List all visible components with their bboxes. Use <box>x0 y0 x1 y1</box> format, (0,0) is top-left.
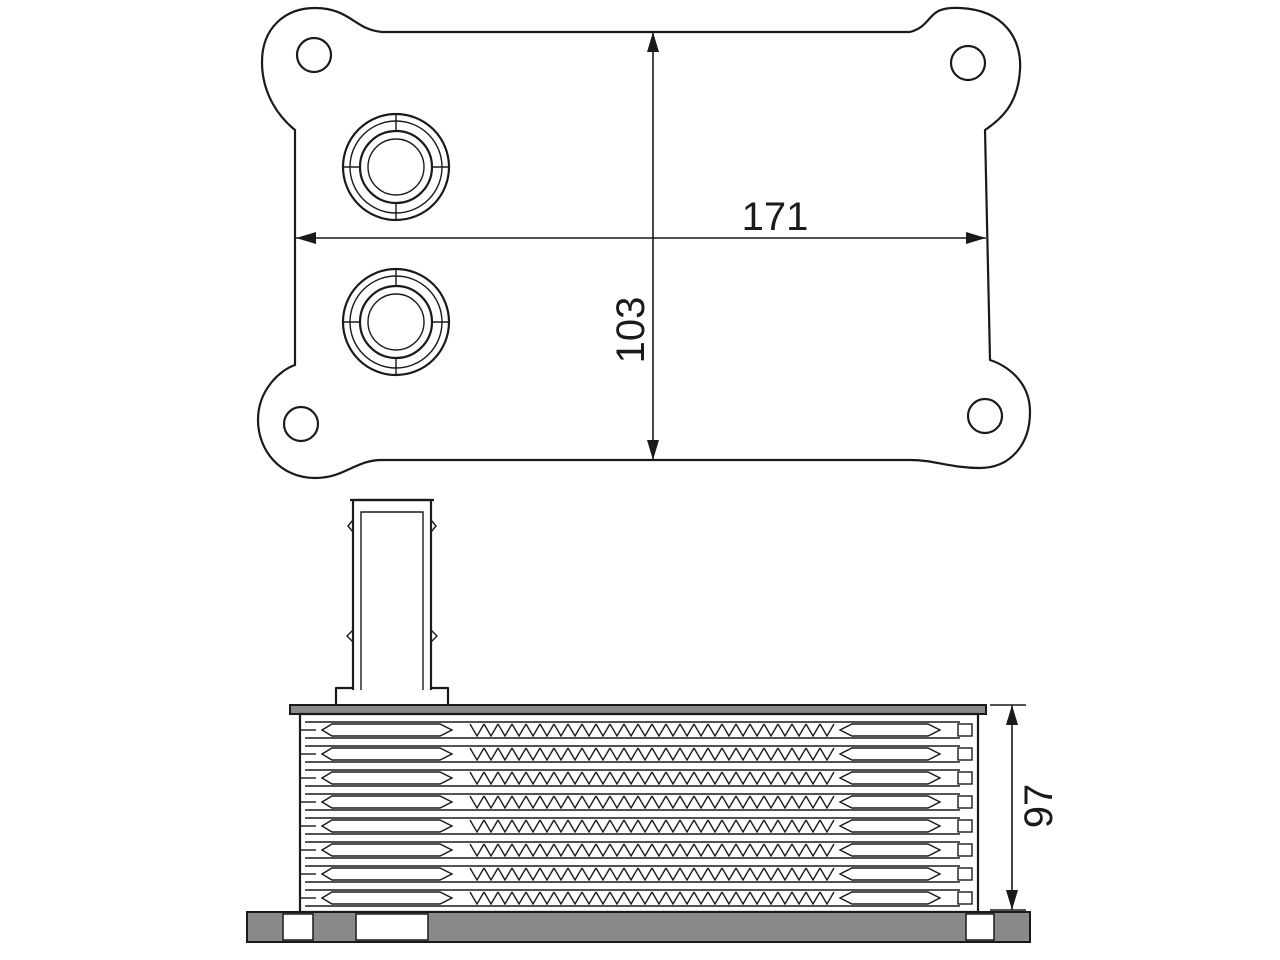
depth-dimension-line <box>990 704 1026 911</box>
height-dimension-label: 103 <box>609 297 653 364</box>
cooler-layer <box>300 769 973 787</box>
depth-dimension-label: 97 <box>1017 784 1061 829</box>
inlet-pipe <box>334 498 450 706</box>
fin-row <box>469 843 835 858</box>
top-plate <box>289 704 987 715</box>
cooler-layer <box>300 841 973 859</box>
fin-row <box>469 747 835 762</box>
fin-row <box>469 891 835 906</box>
mount-hole-top-right <box>949 44 987 82</box>
cooler-layer <box>300 721 973 739</box>
cooler-layers <box>300 721 973 907</box>
mount-hole-top-left <box>295 36 333 74</box>
mount-hole-bottom-left <box>282 405 320 443</box>
width-dimension-label: 171 <box>742 195 809 239</box>
cooler-layer <box>300 817 973 835</box>
fin-row <box>469 867 835 882</box>
fin-row <box>469 795 835 810</box>
port-upper <box>341 112 451 222</box>
cooler-layer <box>300 865 973 883</box>
top-view: 171 103 <box>256 6 1032 480</box>
cooler-layer <box>300 889 973 907</box>
mount-hole-bottom-right <box>966 397 1004 435</box>
fin-row <box>469 771 835 786</box>
cooler-layer <box>300 745 973 763</box>
width-dimension-line <box>296 232 986 244</box>
cooler-plate-outline <box>256 6 1032 480</box>
fin-row <box>469 819 835 834</box>
fin-row <box>469 723 835 738</box>
cooler-layer <box>300 793 973 811</box>
base-plate <box>246 911 1031 943</box>
fin-pattern <box>469 723 835 906</box>
height-dimension-line <box>647 32 659 460</box>
port-lower <box>341 267 451 377</box>
side-view: 97 <box>246 498 1061 943</box>
